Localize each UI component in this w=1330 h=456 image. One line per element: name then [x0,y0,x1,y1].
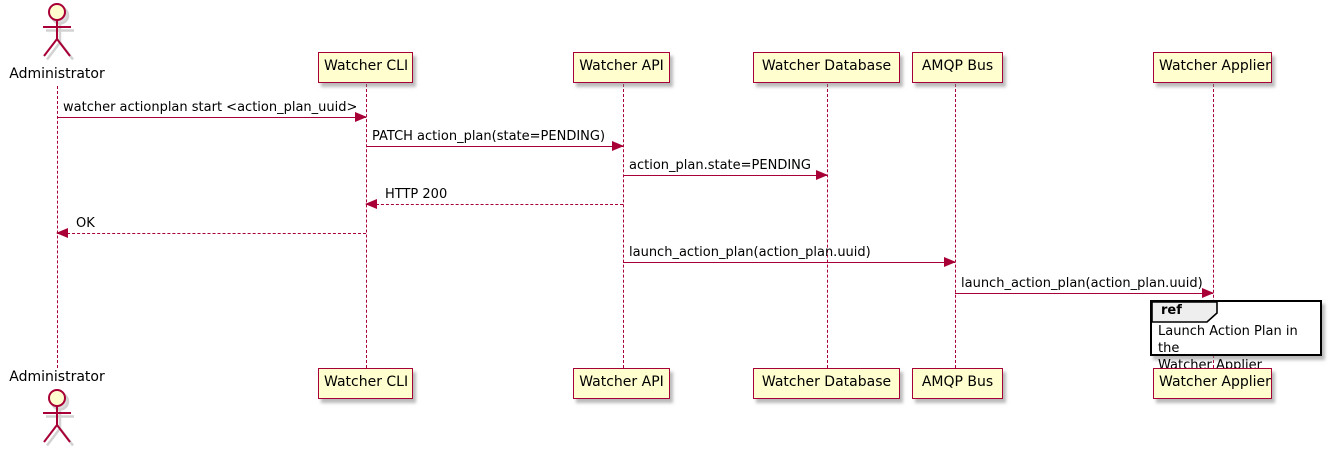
ref-fragment: ref Launch Action Plan in the Watcher Ap… [1150,300,1322,373]
message-http-200: HTTP 200 [365,186,623,209]
actor-label: Administrator [9,369,105,385]
ref-keyword: ref [1161,303,1182,318]
message-label: launch_action_plan(action_plan.uuid) [629,245,871,260]
participant-watcher-cli-bottom: Watcher CLI [318,368,413,399]
ref-text: Launch Action Plan in the Watcher Applie… [1158,324,1298,373]
lifeline-watcher-api [623,84,624,368]
message-patch-action-plan: PATCH action_plan(state=PENDING) [366,128,624,151]
message-actionplan-start: watcher actionplan start <action_plan_uu… [57,99,367,122]
message-arrow [623,257,956,267]
message-arrow [955,288,1214,298]
lifeline-administrator [57,86,58,368]
lifeline-watcher-cli [366,84,367,368]
message-arrow [623,170,828,180]
message-label: PATCH action_plan(state=PENDING) [372,129,606,144]
message-label: OK [76,216,95,231]
participant-watcher-applier-top: Watcher Applier [1153,52,1272,83]
message-label: launch_action_plan(action_plan.uuid) [961,276,1203,291]
participant-watcher-database-bottom: Watcher Database [753,368,900,399]
participant-watcher-cli-top: Watcher CLI [318,52,413,83]
actor-label: Administrator [9,66,105,82]
actor-icon [43,3,74,61]
lifeline-watcher-database [827,84,828,368]
participant-watcher-database-top: Watcher Database [753,52,900,83]
message-label: watcher actionplan start <action_plan_uu… [63,100,358,115]
message-arrow [56,228,366,238]
message-ok: OK [56,215,366,238]
actor-icon [43,389,74,447]
participant-watcher-applier-bottom: Watcher Applier [1153,368,1272,399]
participant-watcher-api-top: Watcher API [573,52,670,83]
participant-amqp-bus-top: AMQP Bus [912,52,1003,83]
lifeline-watcher-applier [1213,84,1214,368]
lifeline-amqp-bus [955,84,956,368]
participant-amqp-bus-bottom: AMQP Bus [912,368,1003,399]
message-label: action_plan.state=PENDING [629,158,811,173]
ref-header-pentagon [1151,301,1218,323]
message-arrow [365,199,623,209]
message-launch-action-plan-applier: launch_action_plan(action_plan.uuid) [955,275,1214,298]
message-launch-action-plan-amqp: launch_action_plan(action_plan.uuid) [623,244,956,267]
message-arrow [366,141,624,151]
participant-watcher-api-bottom: Watcher API [573,368,670,399]
message-arrow [57,112,367,122]
message-label: HTTP 200 [385,187,448,202]
message-state-pending: action_plan.state=PENDING [623,157,828,180]
